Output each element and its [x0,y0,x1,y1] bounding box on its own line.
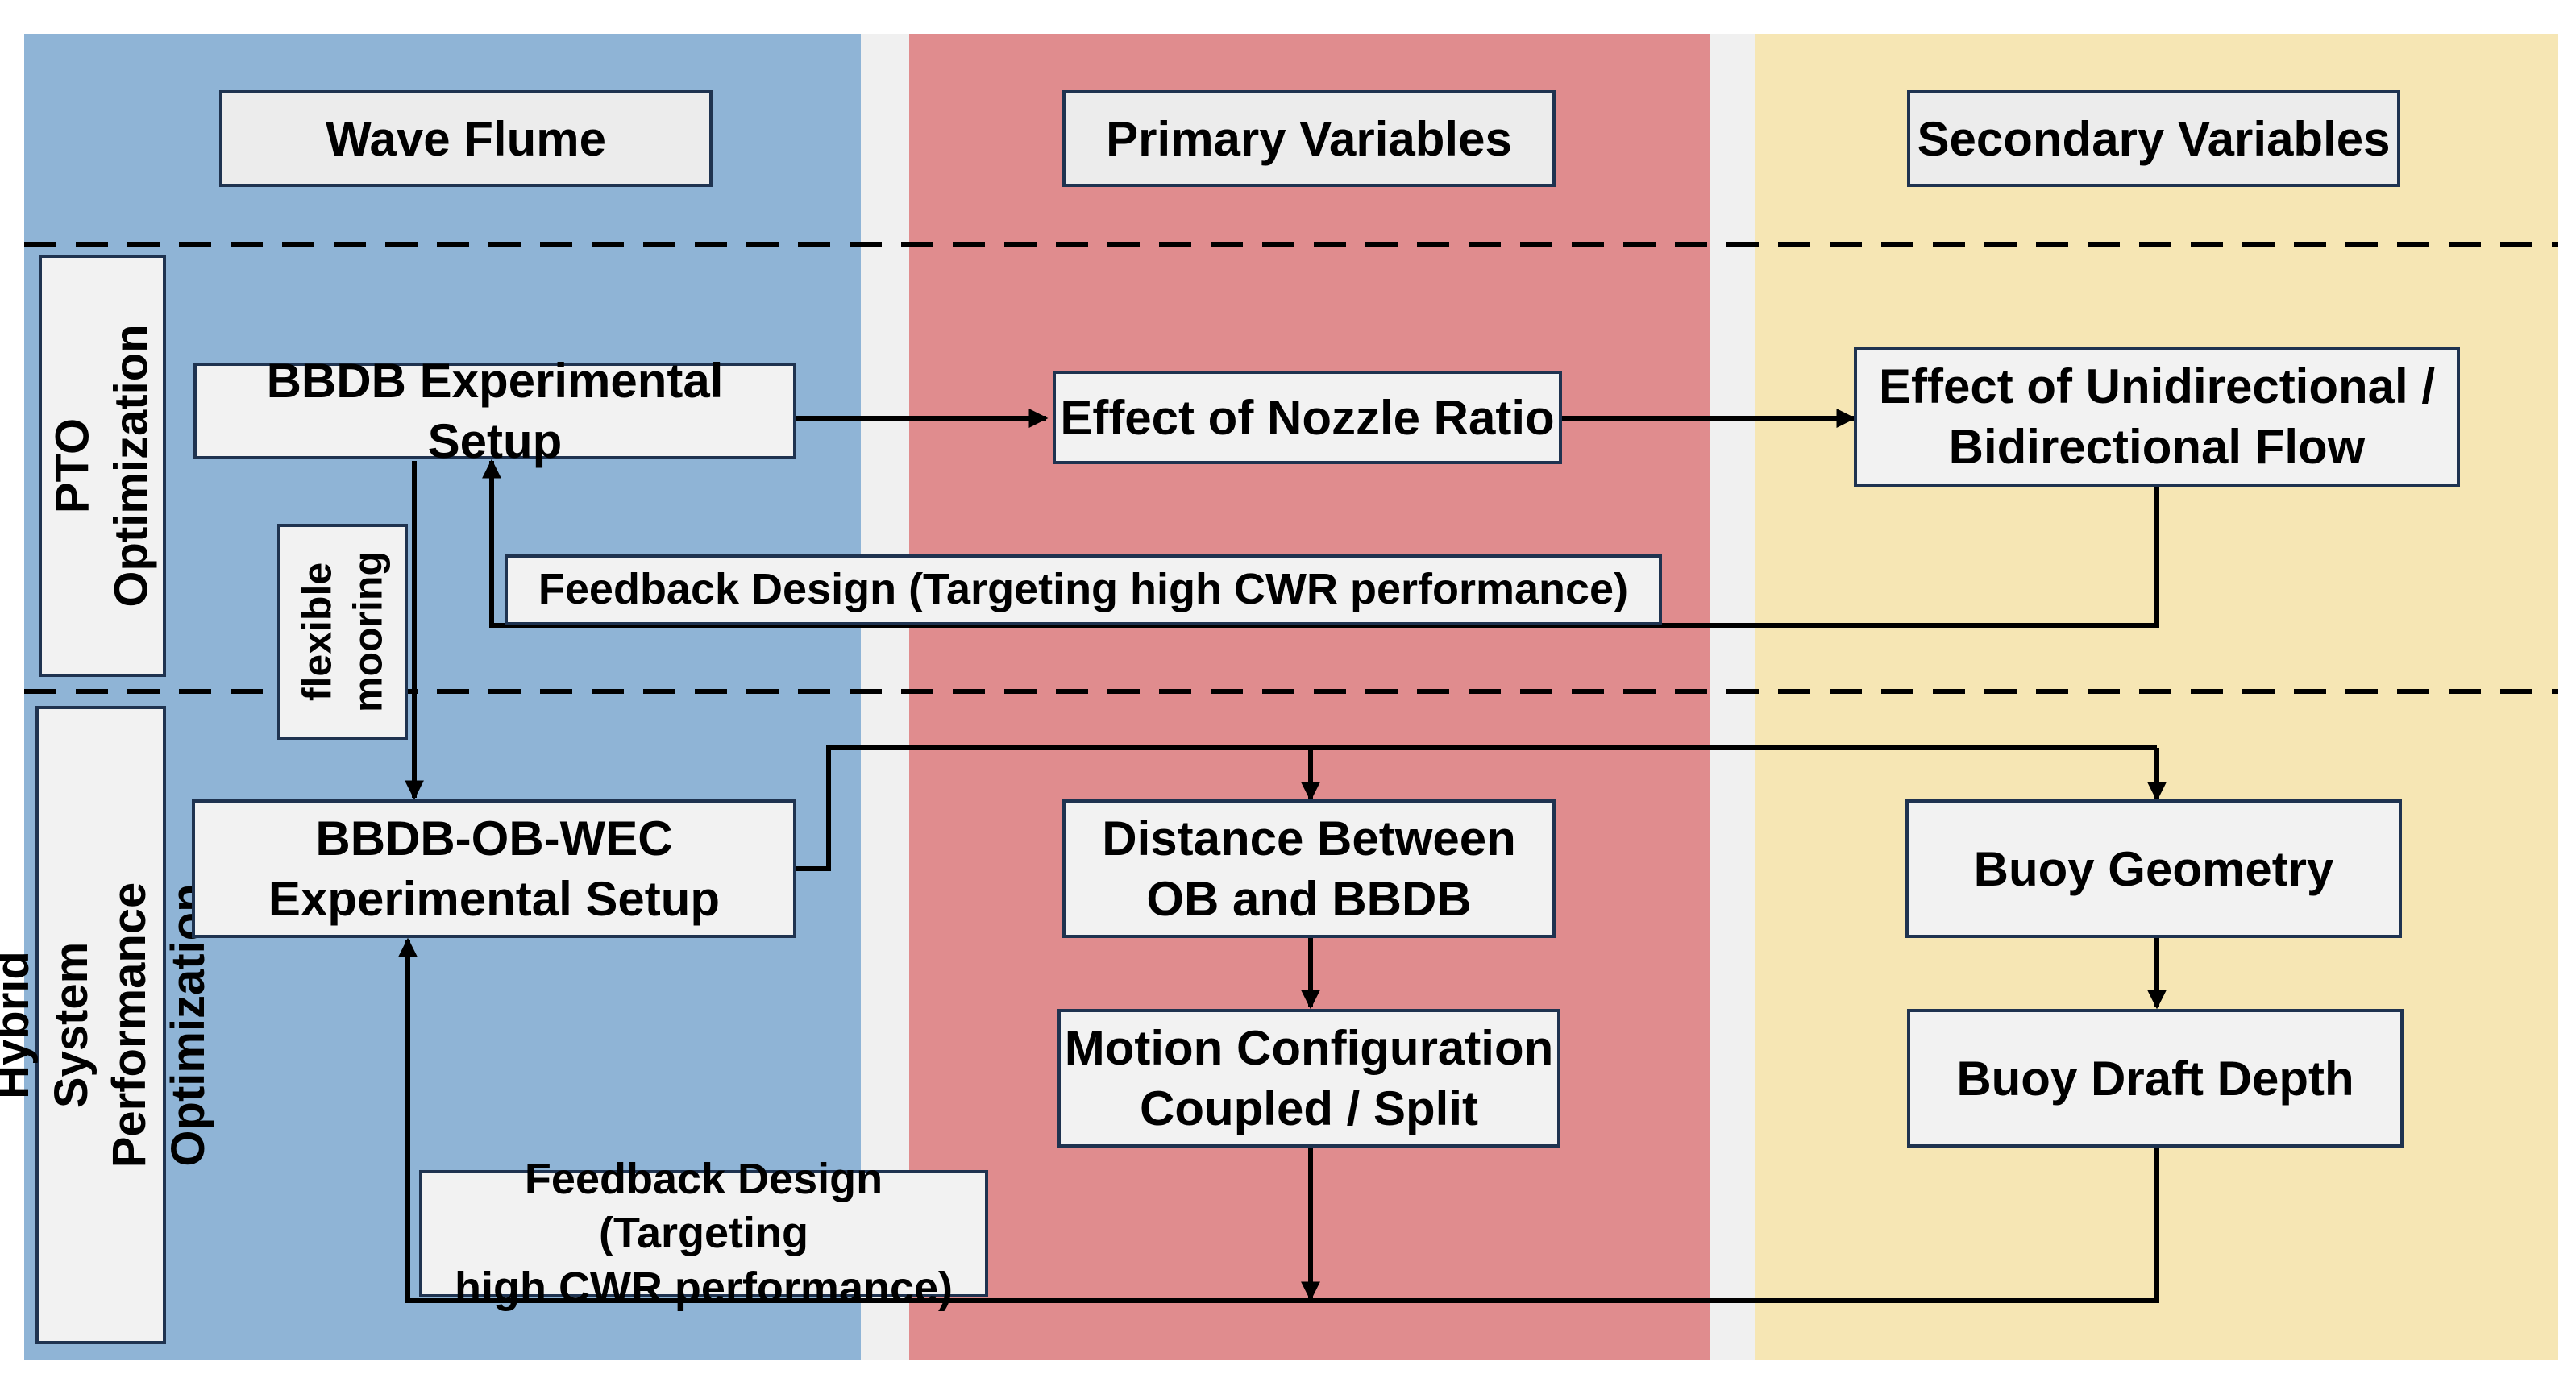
row-label-pto-text: PTO Optimization [46,324,158,608]
column-gap [861,34,909,1360]
row-label-hybrid-text: Hybrid System Performance Optimization [0,882,214,1168]
connector-hybrid-branch [795,745,2157,871]
node-motion-configuration: Motion Configuration Coupled / Split [1057,1009,1560,1148]
node-feedback-design-top: Feedback Design (Targeting high CWR perf… [505,554,1662,625]
column-gap [1710,34,1755,1360]
node-effect-of-flow-direction: Effect of Unidirectional / Bidirectional… [1854,347,2460,487]
flexible-mooring-text: flexible mooring [294,551,391,712]
row-label-pto-optimization: PTO Optimization [39,255,166,677]
node-effect-of-nozzle-ratio: Effect of Nozzle Ratio [1053,371,1562,464]
header-primary-variables: Primary Variables [1062,90,1556,187]
header-wave-flume: Wave Flume [219,90,713,187]
arrow-feedback-bottom [398,937,2159,1303]
arrow-feedback-top [482,459,2159,628]
node-distance-between: Distance Between OB and BBDB [1062,799,1556,938]
header-secondary-variables: Secondary Variables [1907,90,2400,187]
node-buoy-draft-depth: Buoy Draft Depth [1907,1009,2404,1148]
node-bbdb-ob-wec-setup: BBDB-OB-WEC Experimental Setup [192,799,796,938]
node-flexible-mooring: flexible mooring [277,524,408,740]
node-buoy-geometry: Buoy Geometry [1905,799,2402,938]
row-label-hybrid-system: Hybrid System Performance Optimization [0,706,214,1344]
node-bbdb-experimental-setup: BBDB Experimental Setup [193,354,796,468]
node-feedback-design-bottom: Feedback Design (Targeting high CWR perf… [419,1155,988,1312]
